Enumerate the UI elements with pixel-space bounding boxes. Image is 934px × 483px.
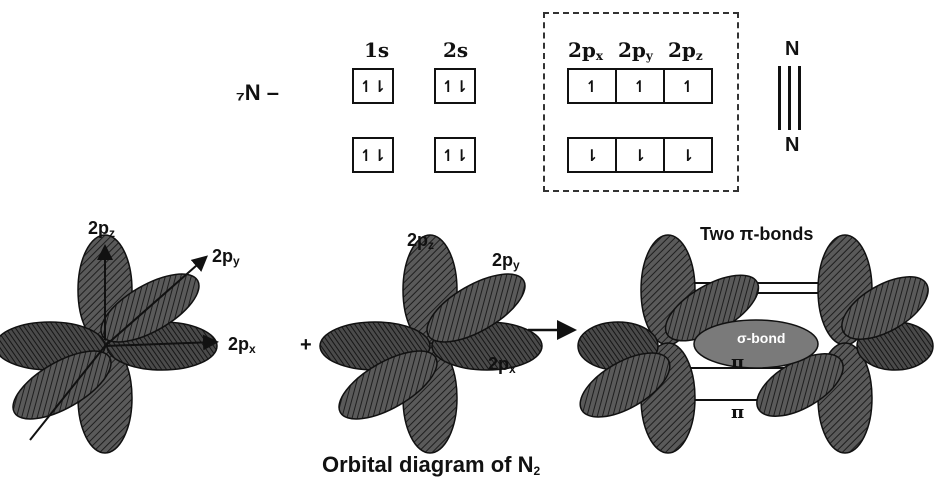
box-2px-upper: ↿ <box>567 68 617 104</box>
bond-line-1 <box>778 66 781 130</box>
bond-line-2 <box>788 66 791 130</box>
box-2pz-lower: ⇂ <box>663 137 713 173</box>
sigma-label: σ-bond <box>737 330 786 346</box>
bond-line-3 <box>798 66 801 130</box>
sigma-overlap <box>693 319 819 369</box>
left-py-lobe-upper <box>100 273 200 343</box>
left-atom-orbitals <box>0 234 219 454</box>
middle-atom-orbitals <box>319 234 543 454</box>
left-y-axis <box>104 255 209 347</box>
left-label-py: 2py <box>212 246 240 268</box>
box-1s-upper: ↿⇂ <box>352 68 394 104</box>
middle-label-px: 2px <box>488 354 516 376</box>
plus-sign: + <box>300 334 312 356</box>
box-2s-upper: ↿⇂ <box>434 68 476 104</box>
pi-label-1: π <box>731 352 745 373</box>
box-2px-lower: ⇂ <box>567 137 617 173</box>
box-2s-lower: ↿⇂ <box>434 137 476 173</box>
element-label: ₇N – <box>236 80 280 105</box>
left-y-axis-back <box>29 345 106 441</box>
left-label-pz: 2pz <box>88 218 116 240</box>
label-2py: 2py <box>618 38 653 63</box>
label-2s: 2s <box>443 38 469 62</box>
label-2px: 2px <box>568 38 604 63</box>
bond-atom-top: N <box>785 38 800 60</box>
p-orbital-frame <box>543 12 739 192</box>
figure-caption: Orbital diagram of N2 <box>322 452 541 478</box>
label-2pz: 2pz <box>668 38 703 63</box>
box-1s-lower: ↿⇂ <box>352 137 394 173</box>
left-label-px: 2px <box>228 334 256 356</box>
pi-label-2: π <box>731 402 745 423</box>
middle-label-py: 2py <box>492 250 520 272</box>
bond-atom-bottom: N <box>785 134 800 156</box>
left-x-axis <box>104 334 219 351</box>
label-1s: 1s <box>364 38 390 62</box>
box-2pz-upper: ↿ <box>663 68 713 104</box>
box-2py-lower: ⇂ <box>615 137 665 173</box>
middle-label-pz: 2pz <box>407 230 435 252</box>
right-molecule-orbitals <box>577 234 934 454</box>
two-pi-bonds-label: Two π-bonds <box>700 224 814 244</box>
